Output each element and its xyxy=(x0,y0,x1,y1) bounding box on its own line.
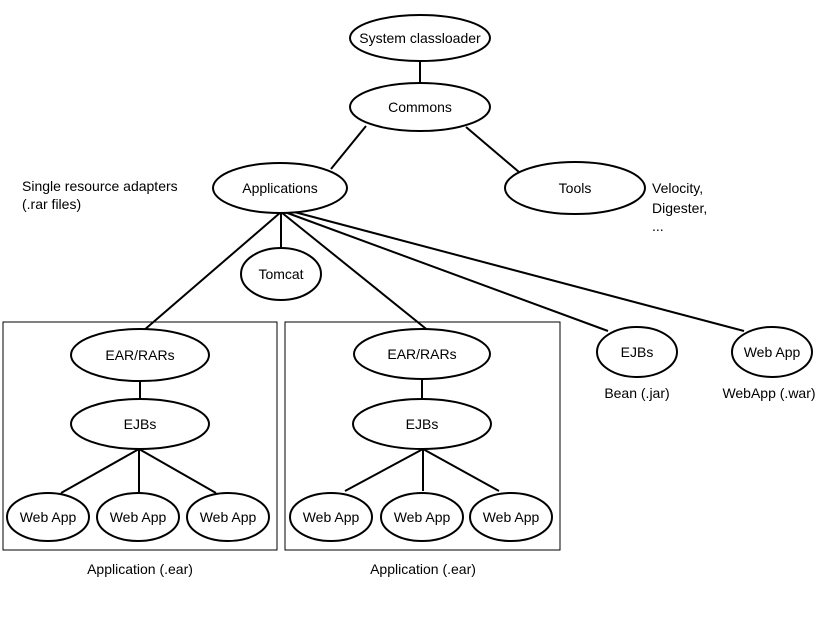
system-classloader-label: System classloader xyxy=(359,30,481,46)
node-ear-rars-2: EAR/RARs xyxy=(353,328,491,380)
web-app-1-label: Web App xyxy=(20,509,77,525)
web-app-5-label: Web App xyxy=(394,509,451,525)
edge-applications-standalone-webapp xyxy=(282,208,745,332)
resource-adapters-line1: Single resource adapters xyxy=(22,178,178,194)
application-box-1 xyxy=(2,321,278,551)
bean-jar-caption: Bean (.jar) xyxy=(604,385,669,401)
web-app-5-ellipse xyxy=(380,492,464,542)
node-standalone-ejbs: EJBs xyxy=(596,326,678,378)
web-app-6-ellipse xyxy=(469,492,553,542)
tools-examples-line1: Velocity, xyxy=(652,180,703,196)
node-web-app-2: Web App xyxy=(96,492,180,542)
tools-examples-line2: Digester, xyxy=(652,200,707,216)
applications-ellipse xyxy=(212,162,348,214)
web-app-2-label: Web App xyxy=(110,509,167,525)
web-app-3-ellipse xyxy=(186,492,270,542)
webapp-war-caption: WebApp (.war) xyxy=(722,385,815,401)
ear-rars-1-label: EAR/RARs xyxy=(105,347,174,363)
resource-adapters-line2: (.rar files) xyxy=(22,196,81,212)
edge-ejbs2-webapp4 xyxy=(344,448,424,492)
ejbs-1-ellipse xyxy=(70,398,210,450)
ear-rars-2-ellipse xyxy=(353,328,491,380)
web-app-3-label: Web App xyxy=(200,509,257,525)
commons-ellipse xyxy=(349,82,491,132)
node-commons: Commons xyxy=(349,82,491,132)
ejbs-2-ellipse xyxy=(352,398,492,450)
node-ejbs-1: EJBs xyxy=(70,398,210,450)
application-ear-caption-2: Application (.ear) xyxy=(370,561,476,577)
web-app-1-ellipse xyxy=(6,492,90,542)
ejbs-2-label: EJBs xyxy=(406,416,439,432)
node-web-app-3: Web App xyxy=(186,492,270,542)
application-box-2 xyxy=(284,321,561,551)
annotation-tools-examples: Velocity, Digester, ... xyxy=(652,180,707,234)
tomcat-ellipse xyxy=(240,247,322,301)
node-ear-rars-1: EAR/RARs xyxy=(70,328,210,382)
tools-ellipse xyxy=(504,161,646,215)
tomcat-label: Tomcat xyxy=(258,266,303,282)
edge-applications-ear1 xyxy=(142,211,282,332)
applications-label: Applications xyxy=(242,180,318,196)
commons-label: Commons xyxy=(388,99,452,115)
application-ear-caption-1: Application (.ear) xyxy=(87,561,193,577)
web-app-4-label: Web App xyxy=(303,509,360,525)
standalone-ejbs-label: EJBs xyxy=(621,344,654,360)
web-app-6-label: Web App xyxy=(483,509,540,525)
ejbs-1-label: EJBs xyxy=(124,416,157,432)
edge-applications-ear2 xyxy=(280,211,431,333)
standalone-ejbs-ellipse xyxy=(596,326,678,378)
annotation-resource-adapters: Single resource adapters (.rar files) xyxy=(22,178,178,212)
standalone-web-app-label: Web App xyxy=(744,344,801,360)
node-web-app-1: Web App xyxy=(6,492,90,542)
node-system-classloader: System classloader xyxy=(349,14,491,62)
ear-rars-2-label: EAR/RARs xyxy=(387,346,456,362)
node-tools: Tools xyxy=(504,161,646,215)
web-app-4-ellipse xyxy=(289,492,373,542)
node-applications: Applications xyxy=(212,162,348,214)
node-tomcat: Tomcat xyxy=(240,247,322,301)
standalone-web-app-ellipse xyxy=(731,326,813,378)
edge-ejbs2-webapp6 xyxy=(422,448,500,492)
web-app-2-ellipse xyxy=(96,492,180,542)
node-web-app-4: Web App xyxy=(289,492,373,542)
edge-applications-standalone-ejbs xyxy=(281,210,609,332)
node-web-app-5: Web App xyxy=(380,492,464,542)
edge-ejbs1-webapp1 xyxy=(60,448,140,494)
system-classloader-ellipse xyxy=(349,14,491,62)
edge-ejbs1-webapp3 xyxy=(138,448,217,494)
node-standalone-web-app: Web App xyxy=(731,326,813,378)
ear-rars-1-ellipse xyxy=(70,328,210,382)
tools-examples-line3: ... xyxy=(652,218,664,234)
tools-label: Tools xyxy=(559,180,592,196)
connector-lines xyxy=(60,61,745,494)
edge-commons-applications xyxy=(330,125,367,170)
node-ejbs-2: EJBs xyxy=(352,398,492,450)
edge-commons-tools xyxy=(465,126,520,173)
node-web-app-6: Web App xyxy=(469,492,553,542)
